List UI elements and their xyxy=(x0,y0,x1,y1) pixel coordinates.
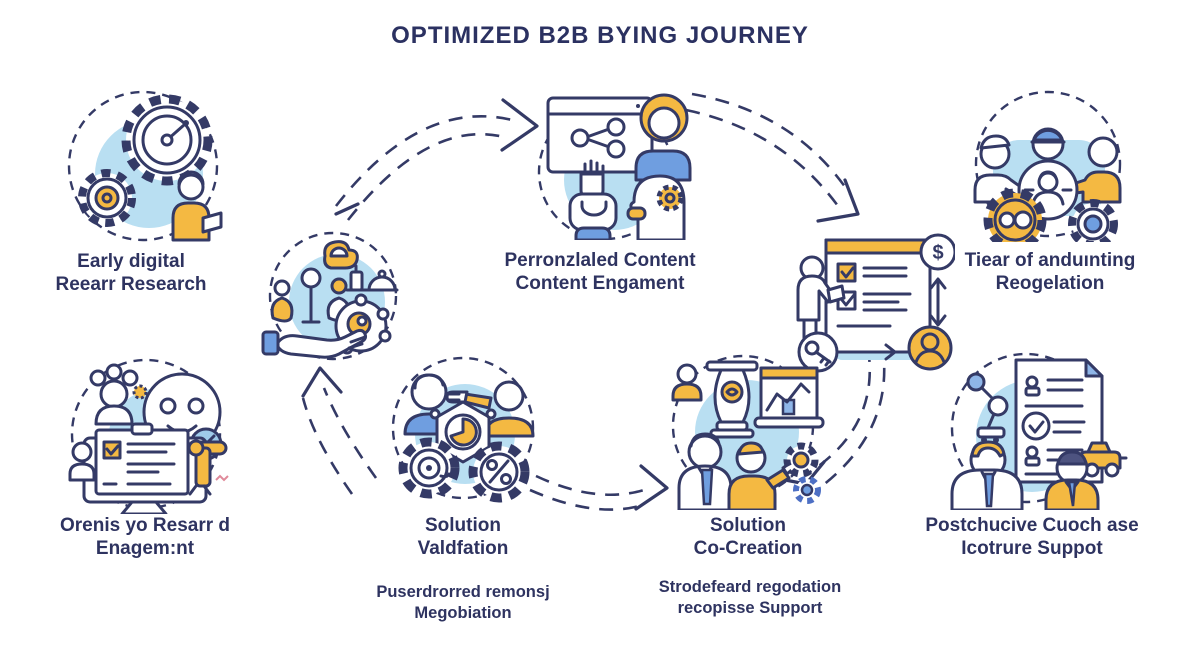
person-figure xyxy=(634,93,692,182)
businessman-figure xyxy=(1044,450,1100,512)
presenter-figure xyxy=(796,255,846,352)
truck-icon xyxy=(1078,441,1128,478)
arrow-up-to-hand-inner xyxy=(301,397,354,495)
robot-arm-icon xyxy=(966,372,1009,443)
node-label-solution-validation: Solution Valdfation xyxy=(417,515,509,559)
person-figure xyxy=(171,170,223,242)
arrow-to-negotiation-outer xyxy=(691,92,852,195)
contract-support-icon xyxy=(930,348,1130,515)
person-figure xyxy=(677,432,733,512)
people-group-icon xyxy=(89,363,148,426)
person-circle-icon xyxy=(907,325,953,371)
checklist-board-icon: $ xyxy=(790,224,957,379)
node-sublabel-solution-co-creation: Strodefeard regodation recopisse Support xyxy=(658,578,842,617)
stand-figure xyxy=(300,267,322,324)
arrow-up-to-hand-outer xyxy=(322,387,378,479)
arrow-to-negotiation-inner xyxy=(685,108,840,207)
mini-person-figure xyxy=(671,363,703,402)
monitor-smiley-icon xyxy=(58,352,238,519)
node-label-personalized-content: Perronzlaled Content Content Engament xyxy=(504,250,696,294)
head-profile-gear-icon xyxy=(626,174,686,242)
blob-gear-icon xyxy=(334,293,392,355)
team-gears-icon xyxy=(955,82,1140,252)
dollar-glyph: $ xyxy=(932,242,943,264)
horizontal-arrow-icon xyxy=(840,343,897,361)
robot-head-icon xyxy=(568,192,618,242)
arrow-validation-to-cocreation-inner xyxy=(529,488,647,511)
node-sublabel-solution-validation: Puserdrorred remonsj Megobiation xyxy=(376,583,550,622)
arrow-validation-to-cocreation-outer xyxy=(535,474,651,497)
node-label-post-purchase-support: Postchucive Cuoch ase Icotrure Suppot xyxy=(925,515,1139,559)
arrow-start-tick xyxy=(334,202,360,216)
node-label-online-research: Orenis yo Resarr d Enagem:nt xyxy=(59,515,231,559)
pear-figure xyxy=(270,279,294,323)
small-gears-icon xyxy=(783,442,821,504)
document-icon xyxy=(1014,358,1104,484)
yellow-gear-icon xyxy=(983,188,1047,252)
blue-gear-icon xyxy=(1068,199,1118,249)
gauge-gear-icon xyxy=(121,94,213,186)
validation-gears-icon xyxy=(385,352,545,509)
browser-window-icon xyxy=(546,96,654,174)
person-figure xyxy=(445,380,535,438)
robot-arm-icon xyxy=(187,439,229,496)
arrow-to-content-inner xyxy=(346,132,509,221)
arrow-to-content-outer xyxy=(334,115,513,207)
page-title: OPTIMIZED B2B BYING JOURNEY xyxy=(391,22,809,49)
chart-board-icon xyxy=(753,366,825,429)
small-gear-icon xyxy=(78,169,136,227)
person-figure xyxy=(973,134,1027,204)
vertical-arrow-icon xyxy=(929,277,947,327)
node-label-tier-regulation: Tiear of anduınting Reogelation xyxy=(964,250,1136,294)
content-engagement-icon xyxy=(518,82,698,245)
node-label-early-digital-research: Early digital Reearr Research xyxy=(55,251,207,295)
percent-gear-icon xyxy=(468,441,530,503)
spiral-gear-icon xyxy=(398,437,460,499)
co-creation-icon xyxy=(655,348,830,515)
hand-holding-icon xyxy=(255,226,415,373)
hand-icon xyxy=(261,328,367,359)
businessman-figure xyxy=(950,440,1024,512)
early-research-gears-icon xyxy=(55,78,235,255)
arrowhead-icon xyxy=(816,178,860,223)
whiteboard-icon xyxy=(824,238,932,354)
person-figure xyxy=(1065,136,1122,204)
monitor-icon xyxy=(68,422,208,516)
node-label-solution-co-creation: Solution Co-Creation xyxy=(693,515,803,559)
